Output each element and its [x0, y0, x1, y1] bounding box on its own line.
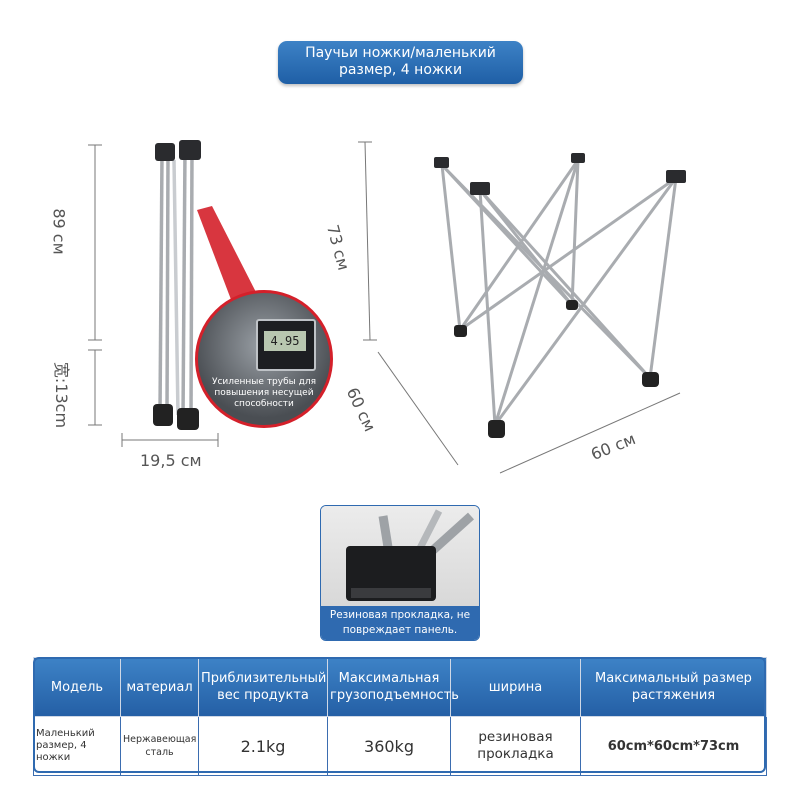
- header-load: Максимальная грузоподъемность: [327, 657, 459, 717]
- header-width: ширина: [450, 657, 581, 717]
- table-row: Маленький размер, 4 ножки Нержавеющая ст…: [33, 716, 767, 776]
- reinforced-tube-callout: 4.95 Усиленные трубы для повышения несущ…: [195, 290, 333, 428]
- spec-table: Модель материал Приблизительный вес прод…: [33, 657, 767, 776]
- header-material: материал: [120, 657, 199, 717]
- side-b-dim-line: [499, 392, 681, 474]
- folded-stand: [158, 149, 194, 419]
- width-folded-label: 宽:13cm: [52, 361, 72, 429]
- depth-folded-label: 19,5 см: [140, 451, 202, 470]
- cell-weight: 2.1kg: [198, 716, 328, 776]
- open-stand: [440, 159, 678, 426]
- height-folded-label: 89 см: [49, 208, 69, 255]
- cell-width: резиновая прокладка: [450, 716, 581, 776]
- open-height-dim-line: [364, 141, 371, 341]
- callout-pointer: [197, 206, 260, 318]
- title-badge: Паучьи ножки/маленький размер, 4 ножки: [278, 41, 523, 84]
- cell-material: Нержавеющая сталь: [120, 716, 199, 776]
- caliper-icon: 4.95: [256, 319, 316, 371]
- rubber-pad-image: [321, 506, 479, 606]
- header-weight: Приблизительный вес продукта: [198, 657, 328, 717]
- cell-max-size: 60cm*60cm*73cm: [580, 716, 767, 776]
- cell-load: 360kg: [327, 716, 451, 776]
- side-a-dim-line: [377, 351, 459, 466]
- title-text: Паучьи ножки/маленький размер, 4 ножки: [305, 45, 496, 78]
- header-max-size: Максимальный размер растяжения: [580, 657, 767, 717]
- cell-model: Маленький размер, 4 ножки: [33, 716, 121, 776]
- rubber-pad-detail: Резиновая прокладка, не повреждает панел…: [320, 505, 480, 641]
- spec-table-header-row: Модель материал Приблизительный вес прод…: [33, 657, 767, 717]
- header-model: Модель: [33, 657, 121, 717]
- callout-text: Усиленные трубы для повышения несущей сп…: [211, 377, 317, 409]
- rubber-pad-caption: Резиновая прокладка, не повреждает панел…: [321, 606, 479, 640]
- caliper-reading: 4.95: [264, 331, 306, 351]
